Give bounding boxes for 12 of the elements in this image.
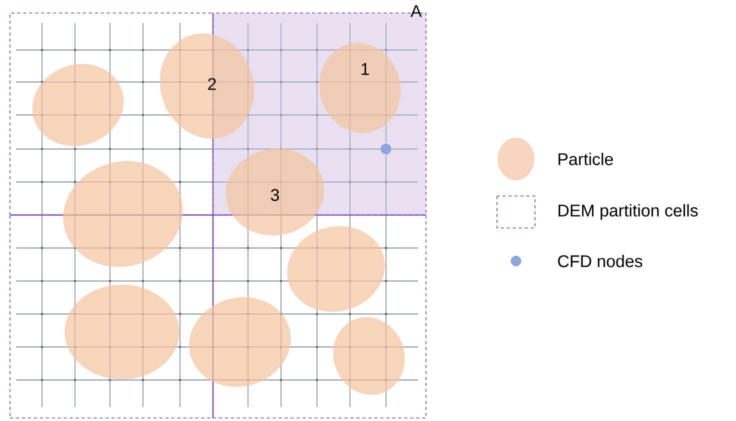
legend-label: DEM partition cells — [558, 204, 698, 220]
particle — [64, 284, 180, 380]
legend-label: Particle — [558, 152, 613, 166]
particle — [32, 64, 124, 146]
particle: 1 — [319, 43, 401, 133]
particle — [287, 226, 385, 312]
particle — [333, 317, 405, 395]
legend-label: CFD nodes — [558, 254, 642, 268]
particle: 3 — [226, 148, 324, 236]
particle — [189, 297, 291, 387]
particle — [63, 161, 183, 267]
particle: 2 — [160, 34, 254, 138]
